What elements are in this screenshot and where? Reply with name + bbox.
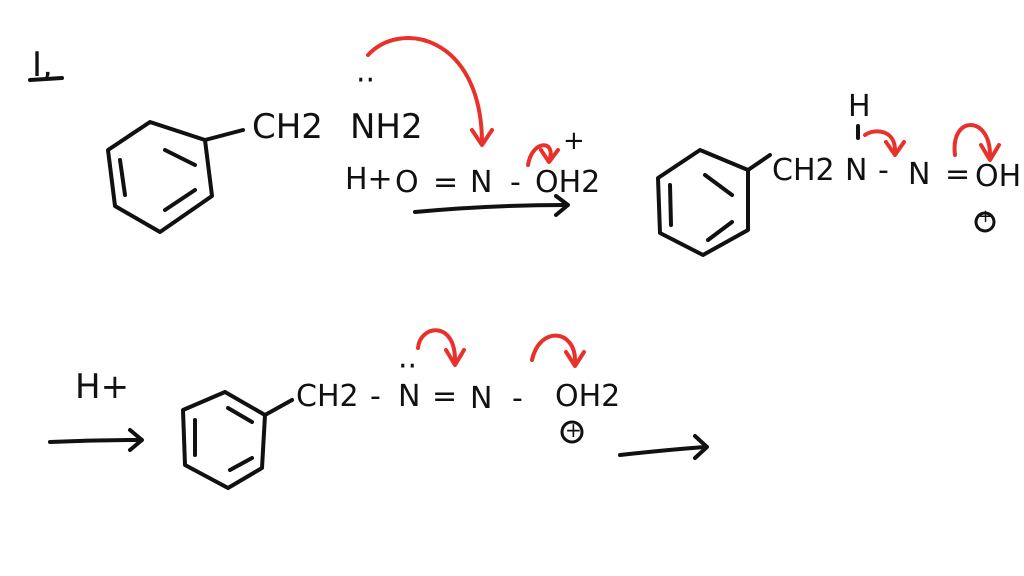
ch2-label-top: CH2 <box>252 107 323 147</box>
charge-circle-bottom <box>560 420 584 444</box>
benzene-ring-bottom <box>181 390 294 490</box>
step2-oh2: OH2 <box>555 379 621 414</box>
step2-h-plus: H+ <box>75 367 130 407</box>
step2-dash1: - <box>370 379 381 414</box>
benzene-ring-top-left <box>106 120 245 234</box>
step2-ch2: CH2 <box>296 379 359 414</box>
reaction-arrow-1 <box>413 194 570 217</box>
nh2-label-top: NH2 <box>350 107 423 147</box>
curved-arrow-nh-to-nn <box>863 129 906 157</box>
product-charge: + <box>978 206 994 227</box>
product-h: H <box>848 89 871 124</box>
reagent-h-plus: H+ <box>345 162 393 197</box>
reagent-o: O <box>395 165 419 200</box>
reaction-arrow-2 <box>48 428 144 452</box>
curved-arrow-no-to-oh <box>952 123 1001 162</box>
reagent-equals: = <box>433 165 459 200</box>
step-label: I, <box>32 45 53 85</box>
reagent-oh2: OH2 <box>535 165 601 200</box>
lone-pair-top: ·· <box>356 63 376 98</box>
product-oh: OH <box>975 159 1022 194</box>
step2-equals: = <box>432 379 458 414</box>
reaction-arrow-3 <box>618 434 709 460</box>
product-ch2: CH2 <box>772 153 835 188</box>
step-label-underline <box>28 76 64 82</box>
curved-arrow-n-lonepair-to-nn <box>416 328 466 367</box>
step2-n1: N <box>398 379 421 414</box>
product-dash: - <box>878 153 889 188</box>
step2-n2: N <box>470 381 493 416</box>
step2-dash2: - <box>512 381 523 416</box>
curved-arrow-nh2-to-n <box>366 36 494 147</box>
charge-circle-top <box>974 211 996 233</box>
reagent-dash: - <box>510 165 521 200</box>
reagent-charge: + <box>563 126 585 156</box>
product-equals: = <box>945 157 971 192</box>
step2-charge: + <box>565 418 582 442</box>
curved-arrow-n-o-bond-to-o <box>526 143 560 167</box>
benzene-ring-top-right <box>656 148 772 257</box>
product-n1: N <box>845 153 868 188</box>
product-n2: N <box>908 157 931 192</box>
reagent-n: N <box>470 165 493 200</box>
step2-lone-pair: ·· <box>398 349 418 384</box>
curved-arrow-n-o-bond-bottom <box>530 333 586 368</box>
